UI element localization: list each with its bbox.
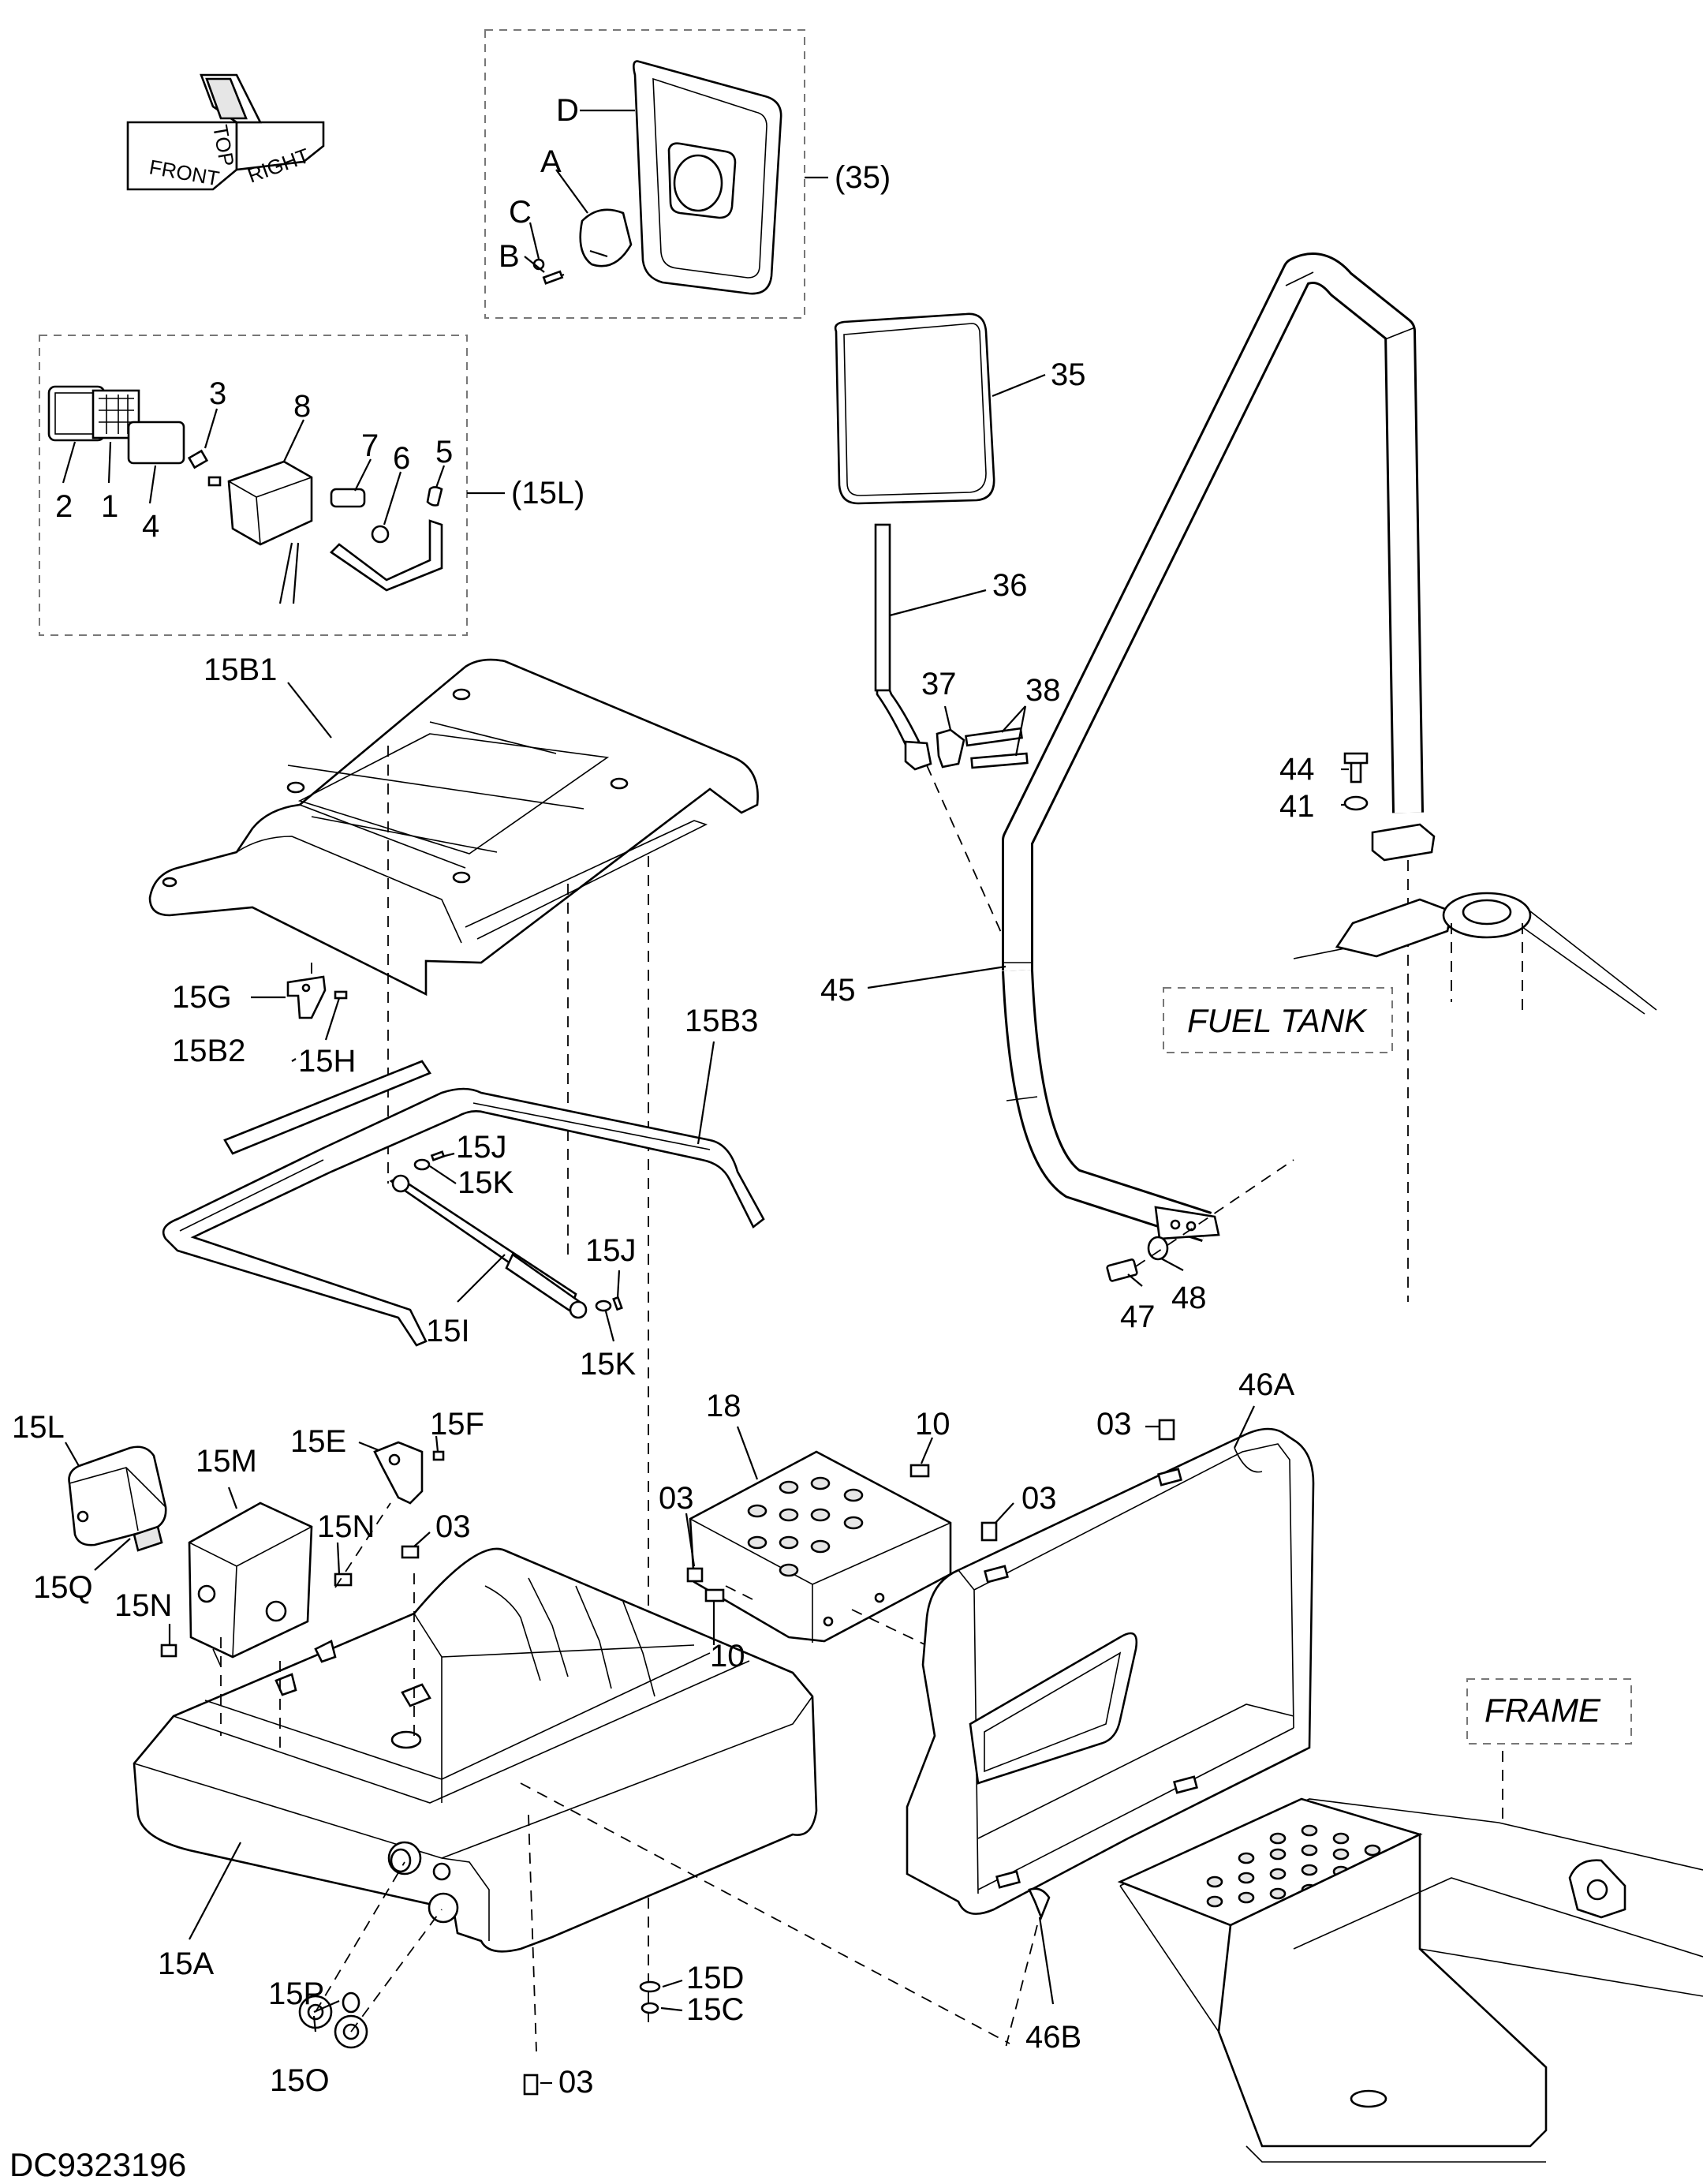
label-D: D <box>556 93 579 128</box>
label-18: 18 <box>706 1389 741 1423</box>
label-03-d: 03 <box>1096 1407 1132 1442</box>
drawing-code: DC9323196 <box>9 2146 186 2183</box>
label-8: 8 <box>293 389 311 424</box>
label-03-a: 03 <box>435 1509 471 1544</box>
orientation-symbol: FRONT TOP RIGHT <box>126 73 325 190</box>
lamp-and-box: 15L 15M 15E 15F 15N 15N 15Q <box>12 1407 484 1667</box>
label-03-b: 03 <box>659 1481 694 1516</box>
label-15L: 15L <box>12 1410 65 1445</box>
label-5: 5 <box>435 435 453 469</box>
label-B: B <box>499 239 520 274</box>
label-15B3: 15B3 <box>685 1004 758 1038</box>
mirror-detail-box: D A C B (35) <box>484 29 891 319</box>
label-15O: 15O <box>270 2063 330 2098</box>
label-15A: 15A <box>158 1947 214 1981</box>
label-15Q: 15Q <box>33 1570 93 1605</box>
frame-label: FRAME <box>1485 1692 1601 1729</box>
label-35: 35 <box>1051 357 1086 392</box>
label-2: 2 <box>55 489 73 524</box>
fuel-tank-label: FUEL TANK <box>1187 1002 1368 1039</box>
label-1: 1 <box>101 489 118 524</box>
label-15N-b: 15N <box>114 1588 172 1623</box>
label-15K-a: 15K <box>457 1165 514 1200</box>
lamp-detail-box: 3 8 7 6 5 2 1 4 (15L) <box>39 335 584 636</box>
label-36: 36 <box>992 568 1028 603</box>
label-A: A <box>540 144 562 179</box>
side-cover-46A: 46A 46B <box>906 1367 1315 2055</box>
handrail-assembly: 45 44 41 47 48 <box>820 252 1436 1334</box>
label-15H: 15H <box>298 1044 356 1079</box>
label-45: 45 <box>820 973 856 1008</box>
label-10-b: 10 <box>710 1639 745 1674</box>
label-03-e: 03 <box>558 2065 594 2100</box>
label-10-a: 10 <box>915 1407 950 1442</box>
washer-nut: 15D 15C <box>639 1961 744 2027</box>
label-7: 7 <box>361 428 379 463</box>
label-47: 47 <box>1120 1300 1156 1334</box>
callout-35: (35) <box>835 160 891 195</box>
label-15C: 15C <box>686 1992 744 2027</box>
seal-and-gas-spring: 15B2 15B3 15J 15K 15I 15J 15K <box>162 1004 765 1382</box>
label-46A: 46A <box>1238 1367 1294 1402</box>
label-15I: 15I <box>426 1314 470 1348</box>
label-44: 44 <box>1279 752 1315 787</box>
mirror-assembly: 35 36 37 38 <box>834 312 1086 944</box>
label-48: 48 <box>1171 1281 1207 1315</box>
bracket-18: 18 03 10 10 03 03 <box>659 1389 1175 1674</box>
label-46B: 46B <box>1025 2020 1081 2055</box>
label-15K-b: 15K <box>580 1347 636 1382</box>
label-41: 41 <box>1279 789 1315 824</box>
frame: FRAME <box>1117 1678 1703 2163</box>
label-15P: 15P <box>268 1976 324 2011</box>
label-15G: 15G <box>172 980 232 1015</box>
label-3: 3 <box>209 376 226 411</box>
label-15B2: 15B2 <box>172 1034 245 1068</box>
seat-stand-base: 15A 15P 15O 03 03 <box>133 1502 1010 2100</box>
label-38: 38 <box>1025 673 1061 708</box>
label-15M: 15M <box>196 1444 257 1479</box>
label-37: 37 <box>921 667 957 701</box>
fuel-tank: FUEL TANK <box>1163 892 1657 1053</box>
label-15E: 15E <box>290 1424 346 1459</box>
label-15F: 15F <box>430 1407 484 1442</box>
label-15J-b: 15J <box>585 1233 637 1268</box>
label-15B1: 15B1 <box>204 653 277 687</box>
label-03-c: 03 <box>1021 1481 1057 1516</box>
label-C: C <box>509 195 532 230</box>
label-6: 6 <box>393 441 410 476</box>
label-15D: 15D <box>686 1961 744 1995</box>
label-4: 4 <box>142 509 159 544</box>
label-15J-a: 15J <box>456 1130 507 1165</box>
callout-15L: (15L) <box>511 476 584 510</box>
label-15N-a: 15N <box>317 1509 375 1544</box>
